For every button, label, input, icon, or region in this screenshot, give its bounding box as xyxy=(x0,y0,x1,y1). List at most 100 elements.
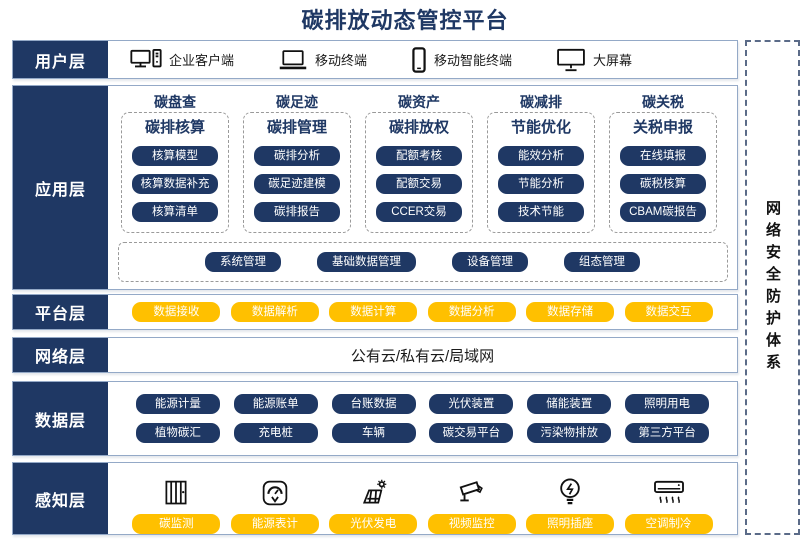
data-source-row: 能源计量 能源账单 台账数据 光伏装置 储能装置 照明用电 xyxy=(108,394,737,414)
app-column-carbon-inventory: 碳盘查 碳排核算 核算模型 核算数据补充 核算清单 xyxy=(121,92,229,233)
energy-meter-icon xyxy=(261,479,289,507)
sensor-solar-power: 光伏发电 xyxy=(329,479,418,534)
data-source-chip: 第三方平台 xyxy=(625,423,710,443)
page-title: 碳排放动态管控平台 xyxy=(301,8,509,33)
app-module-chip: 配额考核 xyxy=(376,146,462,166)
data-source-row: 植物碳汇 充电桩 车辆 碳交易平台 污染物排放 第三方平台 xyxy=(108,423,737,443)
app-group-title: 碳排核算 xyxy=(144,119,205,136)
platform-chip: 数据交互 xyxy=(624,302,713,322)
user-item-big-screen: 大屏幕 xyxy=(556,48,632,72)
user-layer-row: 用户层 企业客户端 移动终端 xyxy=(12,40,738,79)
data-source-chip: 储能装置 xyxy=(527,394,612,414)
app-group-title: 碳排管理 xyxy=(266,119,327,136)
monitor-icon xyxy=(556,48,586,72)
user-item-enterprise-client: 企业客户端 xyxy=(130,48,235,71)
app-column-carbon-tariff: 碳关税 关税申报 在线填报 碳税核算 CBAM碳报告 xyxy=(609,92,717,233)
app-module-chip: 核算数据补充 xyxy=(132,174,218,194)
app-layer-label: 应用层 xyxy=(13,86,108,289)
user-item-label: 企业客户端 xyxy=(169,53,235,68)
data-source-chip: 光伏装置 xyxy=(429,394,514,414)
platform-layer-row: 平台层 数据接收 数据解析 数据计算 数据分析 数据存储 数据交互 xyxy=(12,294,738,330)
app-common-modules-box: 系统管理 基础数据管理 设备管理 组态管理 xyxy=(117,242,728,282)
app-common-chip: 组态管理 xyxy=(564,252,640,272)
user-item-smart-terminal: 移动智能终端 xyxy=(411,46,513,73)
sensor-air-conditioner: 空调制冷 xyxy=(624,479,713,534)
platform-chip: 数据解析 xyxy=(230,302,319,322)
network-layer-row: 网络层 公有云/私有云/局域网 xyxy=(12,337,738,373)
data-layer-label: 数据层 xyxy=(13,382,108,455)
app-column-header: 碳盘查 xyxy=(154,94,196,110)
sensor-label-chip: 空调制冷 xyxy=(624,514,713,534)
platform-layer-label: 平台层 xyxy=(13,295,108,329)
app-module-chip: 核算模型 xyxy=(132,146,218,166)
app-common-chip: 基础数据管理 xyxy=(317,252,416,272)
app-group-box: 碳排管理 碳排分析 碳足迹建模 碳排报告 xyxy=(243,112,351,233)
app-group-title: 碳排放权 xyxy=(388,119,449,136)
network-security-system-label: 网络安全防护体系 xyxy=(764,199,781,376)
sensor-items: 碳监测 能源表计 xyxy=(108,463,737,540)
app-column-carbon-footprint: 碳足迹 碳排管理 碳排分析 碳足迹建模 碳排报告 xyxy=(243,92,351,233)
app-module-chip: 碳税核算 xyxy=(620,174,706,194)
data-sources: 能源计量 能源账单 台账数据 光伏装置 储能装置 照明用电 植物碳汇 充电桩 车… xyxy=(108,382,737,455)
sensor-label-chip: 碳监测 xyxy=(132,514,221,534)
sensor-label-chip: 照明插座 xyxy=(526,514,615,534)
data-source-chip: 植物碳汇 xyxy=(135,423,220,443)
platform-chip: 数据存储 xyxy=(526,302,615,322)
app-group-box: 碳排核算 核算模型 核算数据补充 核算清单 xyxy=(121,112,229,233)
cctv-camera-icon xyxy=(456,479,488,507)
data-source-chip: 台账数据 xyxy=(331,394,416,414)
data-source-chip: 照明用电 xyxy=(625,394,710,414)
sensor-layer-row: 感知层 碳监测 xyxy=(12,462,738,535)
app-group-box: 节能优化 能效分析 节能分析 技术节能 xyxy=(487,112,595,233)
sensor-lighting-socket: 照明插座 xyxy=(526,477,615,534)
app-module-chip: 核算清单 xyxy=(132,202,218,222)
app-module-chip: CCER交易 xyxy=(376,202,462,222)
data-source-chip: 充电桩 xyxy=(233,423,318,443)
data-source-chip: 能源账单 xyxy=(233,394,318,414)
data-source-chip: 能源计量 xyxy=(135,394,220,414)
app-group-title: 关税申报 xyxy=(632,119,693,136)
app-module-chip: 在线填报 xyxy=(620,146,706,166)
app-column-header: 碳足迹 xyxy=(276,94,318,110)
solar-power-icon xyxy=(358,479,388,507)
data-source-chip: 车辆 xyxy=(331,423,416,443)
sensor-carbon-monitoring: 碳监测 xyxy=(132,479,221,534)
data-source-chip: 污染物排放 xyxy=(527,423,612,443)
sensor-label-chip: 视频监控 xyxy=(427,514,516,534)
app-module-chip: 能效分析 xyxy=(498,146,584,166)
app-group-box: 碳排放权 配额考核 配额交易 CCER交易 xyxy=(365,112,473,233)
sensor-label-chip: 能源表计 xyxy=(230,514,319,534)
user-item-label: 移动终端 xyxy=(315,53,368,68)
air-conditioner-icon xyxy=(653,479,685,507)
user-item-mobile-terminal: 移动终端 xyxy=(278,49,367,71)
user-item-label: 移动智能终端 xyxy=(434,53,513,68)
data-layer-row: 数据层 能源计量 能源账单 台账数据 光伏装置 储能装置 照明用电 植物碳汇 充… xyxy=(12,381,738,456)
sensor-video-surveillance: 视频监控 xyxy=(427,479,516,534)
data-source-chip: 碳交易平台 xyxy=(429,423,514,443)
network-layer-label: 网络层 xyxy=(13,338,108,372)
network-layer-content: 公有云/私有云/局域网 xyxy=(350,347,495,365)
app-module-chip: 碳排分析 xyxy=(254,146,340,166)
light-socket-icon xyxy=(557,477,583,507)
app-column-carbon-asset: 碳资产 碳排放权 配额考核 配额交易 CCER交易 xyxy=(365,92,473,233)
sensor-layer-label: 感知层 xyxy=(13,463,108,534)
user-layer-items: 企业客户端 移动终端 移动智能终端 xyxy=(108,41,737,78)
app-column-carbon-reduction: 碳减排 节能优化 能效分析 节能分析 技术节能 xyxy=(487,92,595,233)
app-column-header: 碳减排 xyxy=(520,94,562,110)
app-module-chip: 配额交易 xyxy=(376,174,462,194)
app-module-chip: 节能分析 xyxy=(498,174,584,194)
app-module-chip: 碳足迹建模 xyxy=(254,174,340,194)
sensor-label-chip: 光伏发电 xyxy=(329,514,418,534)
user-item-label: 大屏幕 xyxy=(593,53,633,68)
app-columns: 碳盘查 碳排核算 核算模型 核算数据补充 核算清单 碳足迹 碳排管理 碳排分析 … xyxy=(108,86,737,233)
sensor-energy-meter: 能源表计 xyxy=(230,479,319,534)
app-group-title: 节能优化 xyxy=(510,119,571,136)
platform-chip: 数据计算 xyxy=(329,302,418,322)
desktop-pc-icon xyxy=(130,48,162,71)
app-common-chip: 系统管理 xyxy=(205,252,281,272)
platform-chip: 数据分析 xyxy=(427,302,516,322)
app-column-header: 碳关税 xyxy=(642,94,684,110)
user-layer-label: 用户层 xyxy=(13,41,108,78)
app-column-header: 碳资产 xyxy=(398,94,440,110)
